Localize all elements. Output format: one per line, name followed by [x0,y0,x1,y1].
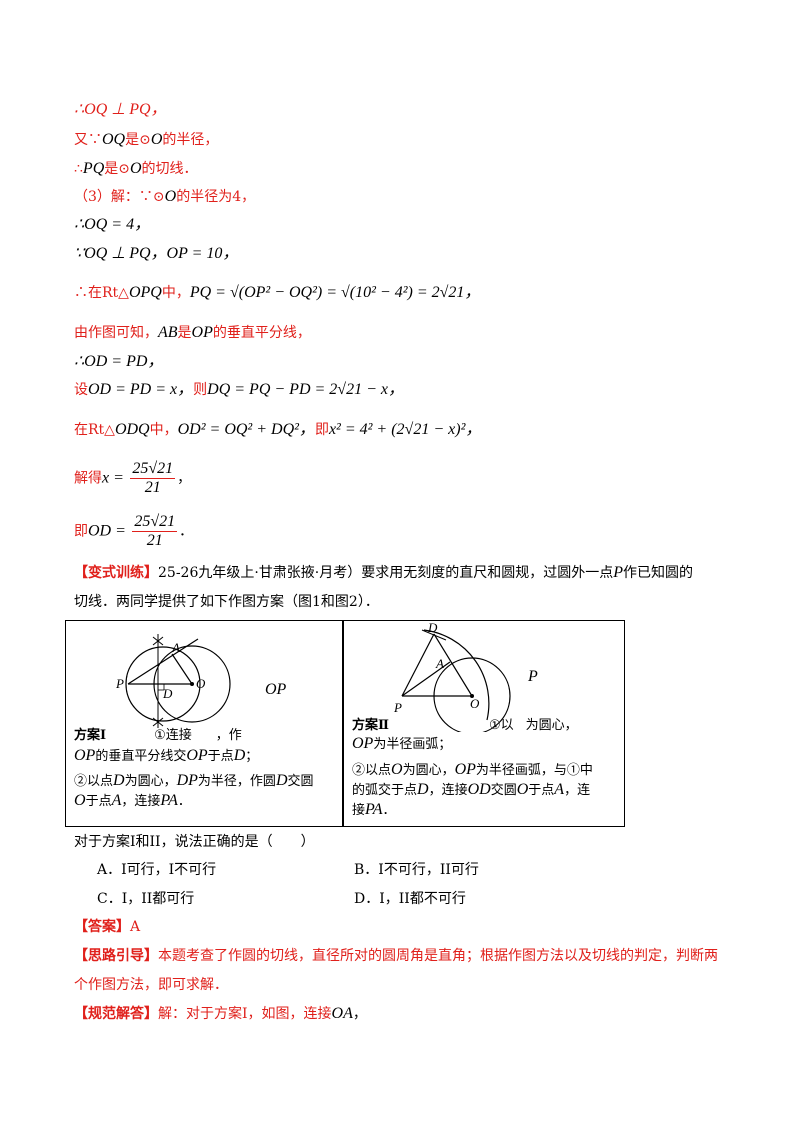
scheme2-line-2: OP为半径画弧； [352,735,452,752]
line-4: （3）解：∵⊙O的半径为4， [74,188,256,205]
scheme1-line-2: OP的垂直平分线交OP于点D； [74,747,259,764]
line-7: ∴在Rt△OPQ中，PQ = √(OP² − OQ²) = √(10² − 4²… [74,284,481,301]
line-8: 由作图可知，AB是OP的垂直平分线， [74,324,311,341]
label-D: D [427,622,438,635]
scheme2-line-5: 接PA． [352,801,396,818]
scheme2-line-3: ②以点O为圆心，OP为半径画弧，与①中 [352,761,593,778]
scheme2-figure: D A P O [393,622,511,732]
line-2: 又∵OQ是⊙O的半径， [74,131,219,148]
line-3: ∴PQ是⊙O的切线． [74,160,198,177]
line-5: ∴OQ = 4， [74,216,151,233]
label-O: O [470,696,480,711]
scheme2-p-label: P [528,668,538,685]
figure-table [65,620,625,827]
variant-line-2: 切线．两同学提供了如下作图方案（图1和图2）． [74,594,379,610]
label-A: A [435,656,444,671]
option-c[interactable]: C．Ⅰ，II都可行 [97,891,195,907]
option-d[interactable]: D．Ⅰ，II都不可行 [354,891,466,907]
line-6: ∵OQ ⊥ PQ，OP = 10， [74,245,239,262]
question-text: 对于方案Ⅰ和II，说法正确的是（ ） [74,834,315,850]
scheme1-line-3: ②以点D为圆心，DP为半径，作圆D交圆 [74,772,314,789]
scheme1-figure: P A D O [115,634,231,728]
line-11: 在Rt△ODQ中，OD² = OQ² + DQ²，即x² = 4² + (2√2… [74,421,482,438]
label-A: A [171,640,180,655]
scheme2-line-4: 的弧交于点D，连接OD交圆O于点A，连 [352,781,591,798]
option-a[interactable]: A．Ⅰ可行，Ⅰ不可行 [97,862,217,878]
answer-line: 【答案】A [74,919,141,935]
table-divider [342,620,344,827]
line-1: ∴OQ ⊥ PQ， [74,101,167,118]
hint-line-2: 个作图方法，即可求解． [74,977,228,993]
solution-line: 【规范解答】解：对于方案Ⅰ，如图，连接OA， [74,1005,367,1022]
hint-line-1: 【思路引导】本题考查了作圆的切线，直径所对的圆周角是直角；根据作图方法以及切线的… [74,948,718,964]
scheme1-line-4: O于点A，连接PA． [74,792,191,809]
label-D: D [162,686,173,701]
variant-line-1: 【变式训练】25-26九年级上·甘肃张掖·月考）要求用无刻度的直尺和圆规，过圆外… [74,564,694,581]
label-P: P [393,700,402,715]
label-O: O [196,676,206,691]
line-9: ∴OD = PD， [74,353,164,370]
option-b[interactable]: B．Ⅰ不可行，II可行 [354,862,479,878]
scheme1-op-label: OP [265,681,287,698]
line-10: 设OD = PD = x，则DQ = PQ − PD = 2√21 − x， [74,381,404,398]
label-P: P [115,676,124,691]
